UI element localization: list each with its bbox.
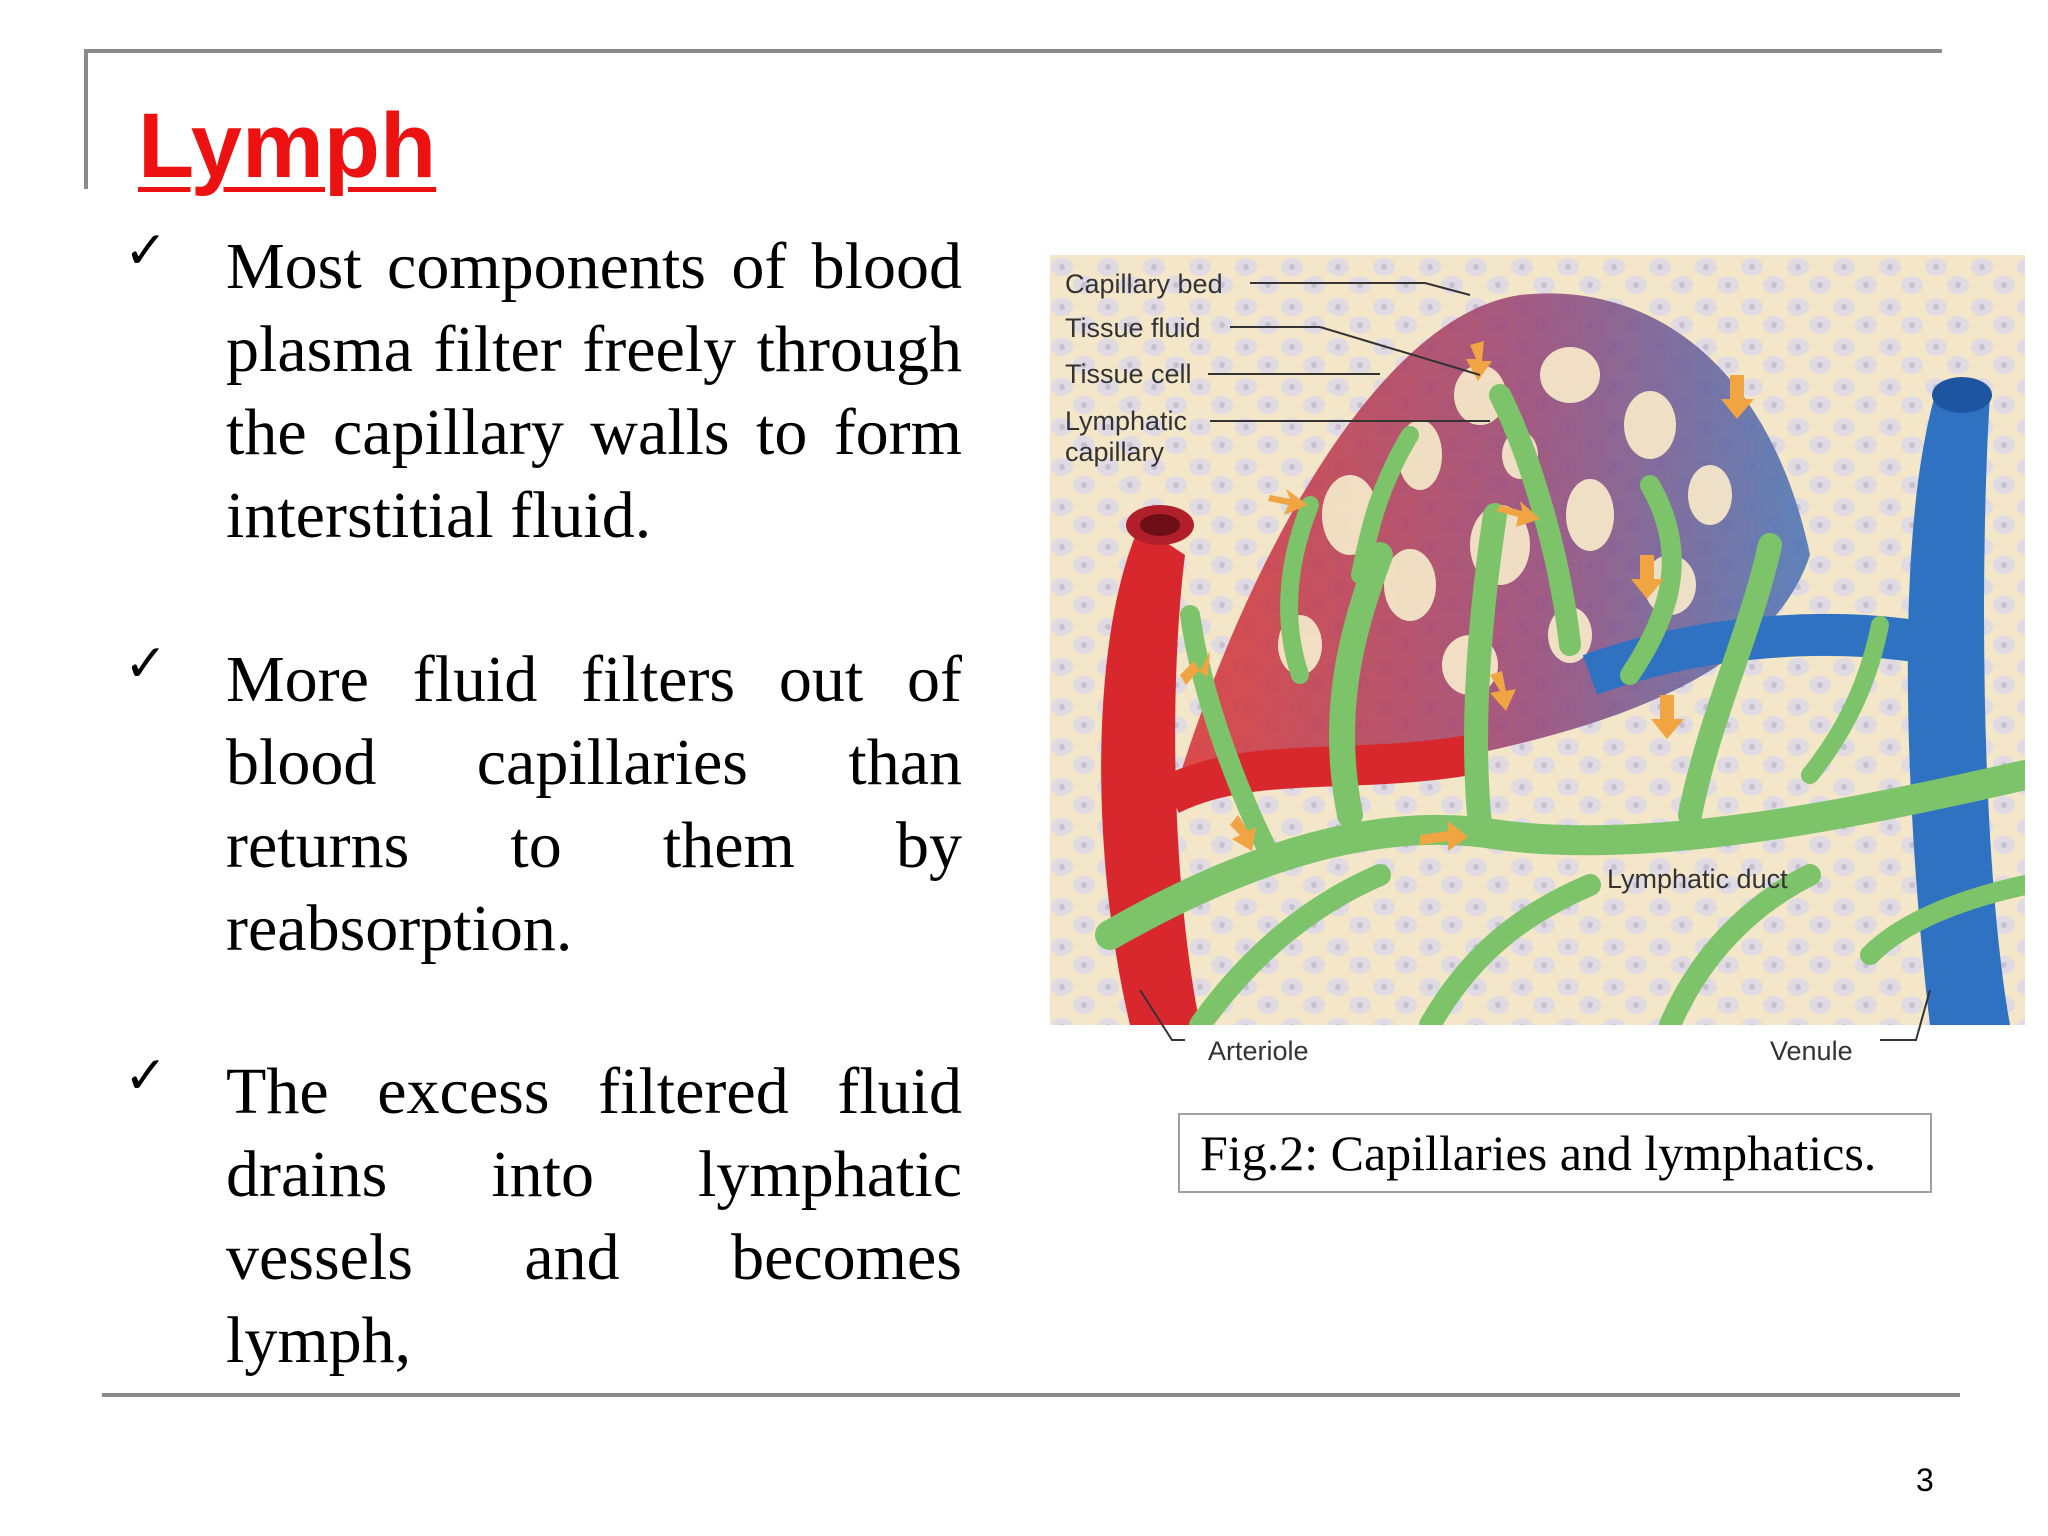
- label-leader-lines: [1208, 282, 1490, 422]
- label-lymphatic-capillary-line2: capillary: [1065, 437, 1165, 467]
- capillary-diagram: Capillary bed Tissue fluid Tissue cell L…: [1050, 255, 2025, 1025]
- bullet-text: More fluid filters out of blood capillar…: [226, 643, 962, 965]
- arteriole-branch: [1161, 735, 1474, 814]
- bullet-text: Most components of blood plasma filter f…: [226, 230, 962, 552]
- figure-caption: Fig.2: Capillaries and lymphatics.: [1178, 1113, 1932, 1193]
- label-tissue-cell: Tissue cell: [1065, 359, 1192, 389]
- page-number: 3: [1916, 1462, 1934, 1498]
- slide-frame-left-line: [84, 49, 88, 189]
- slide-title: Lymph: [138, 95, 437, 197]
- slide-frame-top-line: [84, 49, 1942, 53]
- capillaries-lymphatics-figure: Capillary bed Tissue fluid Tissue cell L…: [1050, 255, 2025, 1025]
- bottom-label-leaders: [1139, 990, 1931, 1041]
- label-arteriole: Arteriole: [1208, 1036, 1309, 1066]
- checkmark-icon: ✓: [124, 634, 168, 694]
- flow-arrows: [1180, 341, 1754, 851]
- checkmark-icon: ✓: [124, 1046, 168, 1106]
- venule-opening: [1932, 377, 1992, 413]
- slide-frame-bottom-line: [102, 1393, 1960, 1397]
- label-venule: Venule: [1770, 1036, 1853, 1066]
- bullet-text: The excess filtered fluid drains into ly…: [226, 1055, 962, 1377]
- label-capillary-bed: Capillary bed: [1065, 269, 1223, 299]
- checkmark-icon: ✓: [124, 221, 168, 281]
- lymphatic-network: [1095, 384, 2025, 1025]
- label-lymphatic-duct: Lymphatic duct: [1607, 864, 1788, 894]
- venule-vessel: [1907, 395, 2010, 1025]
- label-tissue-fluid: Tissue fluid: [1065, 313, 1201, 343]
- label-lymphatic-capillary-line1: Lymphatic: [1065, 406, 1187, 436]
